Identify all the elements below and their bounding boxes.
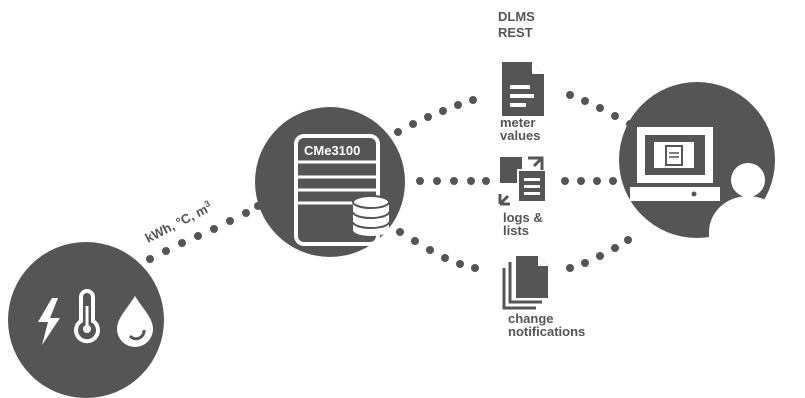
data-type-meter-values-line2: values	[500, 128, 540, 143]
connector-logs-to-client	[561, 177, 617, 185]
computer-icon	[630, 127, 720, 201]
thermometer-icon	[74, 289, 100, 344]
exchange-list-icon	[498, 156, 547, 206]
data-type-logs-line1: logs &	[503, 210, 543, 225]
connector-device-to-logs	[416, 177, 490, 185]
connector-device-to-notifications	[396, 228, 479, 272]
cme3100-node: CMe3100	[255, 107, 405, 257]
sensors-node	[8, 242, 164, 398]
device-name: CMe3100	[304, 143, 360, 158]
database-icon	[352, 195, 390, 236]
stacked-documents-icon	[502, 256, 548, 310]
water-drop-icon	[117, 296, 153, 347]
data-type-meter-values-line1: meter	[500, 115, 535, 130]
lightning-icon	[38, 298, 60, 345]
connector-meter-values-to-client	[566, 91, 634, 128]
protocol-rest: REST	[498, 25, 533, 40]
data-type-notifications-line2: notifications	[508, 324, 585, 339]
user-icon	[709, 159, 787, 238]
connector-notifications-to-client	[566, 236, 632, 272]
units-label: kWh, °C, m3	[142, 198, 214, 245]
document-icon	[502, 62, 544, 116]
connector-device-to-meter-values	[394, 96, 477, 136]
data-type-notifications-line1: change	[508, 311, 554, 326]
data-type-logs-line2: lists	[503, 223, 529, 238]
client-node	[619, 82, 787, 238]
protocol-dlms: DLMS	[498, 9, 535, 24]
